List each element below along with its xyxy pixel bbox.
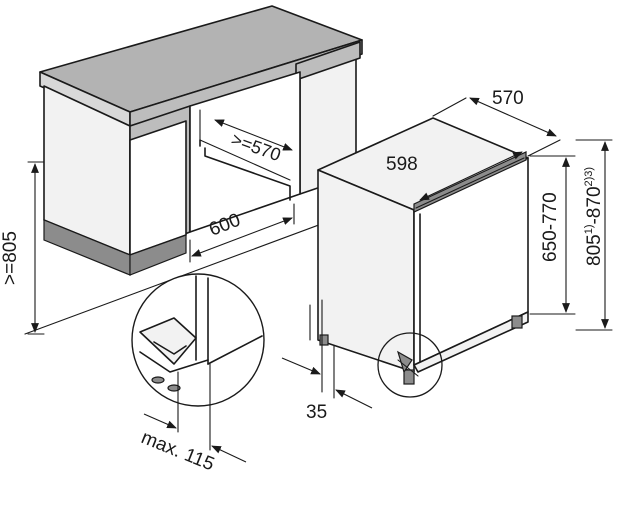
cabinet-height-label: >=805 xyxy=(0,231,21,285)
plinth-depth-dimension: 35 xyxy=(281,339,373,423)
cabinet-height-dimension: >=805 xyxy=(0,161,45,335)
niche-height-dimension: 8051)-8702)3) xyxy=(575,139,613,331)
kitchen-cabinet xyxy=(39,5,363,276)
detail-marker-circle xyxy=(377,332,443,398)
niche-height-footnote-2: 2)3) xyxy=(583,167,595,187)
plinth-depth-label: 35 xyxy=(306,402,327,423)
appliance-height-dimension: 650-770 xyxy=(529,155,576,315)
appliance-width-label: 598 xyxy=(386,154,418,175)
niche-height-footnote-1: 1) xyxy=(583,225,595,235)
appliance-depth-label: 570 xyxy=(492,88,524,109)
appliance-depth-dimension: 570 xyxy=(432,88,561,157)
detail-enlargement: max. 115 xyxy=(131,273,265,475)
appliance-width-dimension: 598 xyxy=(386,151,523,201)
door-protrusion-label: max. 115 xyxy=(138,427,217,475)
niche-height-max: -870 xyxy=(584,186,605,224)
niche-height-min: 805 xyxy=(584,234,605,266)
svg-text:8051)-8702)3): 8051)-8702)3) xyxy=(583,167,605,266)
dishwasher xyxy=(317,117,529,385)
appliance-height-label: 650-770 xyxy=(540,192,561,262)
